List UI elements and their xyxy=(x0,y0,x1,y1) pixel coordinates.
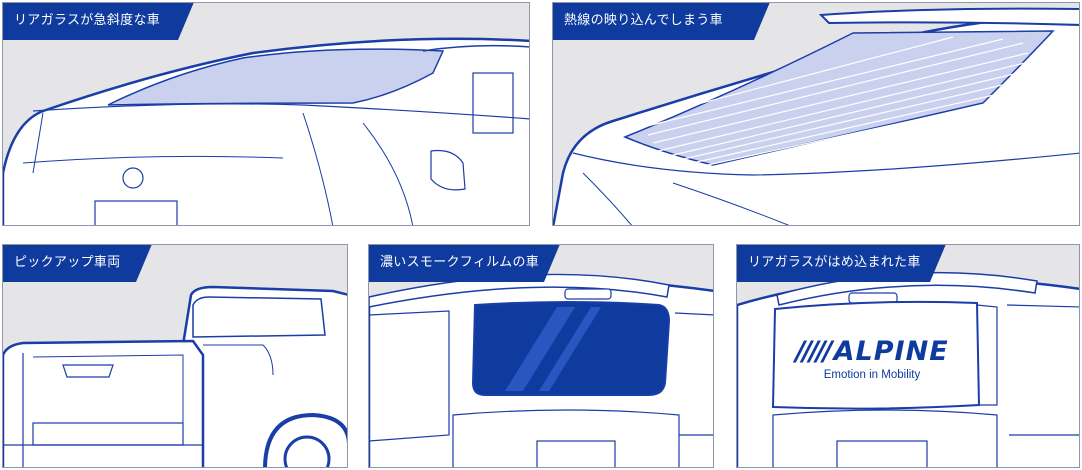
panel-label: 熱線の映り込んでしまう車 xyxy=(552,2,770,40)
logo-text: ALPINE xyxy=(834,336,949,367)
brand-tagline: Emotion in Mobility xyxy=(787,369,957,381)
panel-label: リアガラスが急斜度な車 xyxy=(2,2,194,40)
panel-pickup-truck: ピックアップ車両 xyxy=(2,244,348,468)
panel-label: ピックアップ車両 xyxy=(2,244,152,282)
panel-label: リアガラスがはめ込まれた車 xyxy=(736,244,946,282)
brand-decal: /////ALPINE Emotion in Mobility xyxy=(787,337,957,381)
panel-dark-tinted-film: 濃いスモークフィルムの車 xyxy=(368,244,714,468)
panel-fixed-rear-glass: /////ALPINE Emotion in Mobility リアガラスがはめ… xyxy=(736,244,1080,468)
alpine-logo: /////ALPINE xyxy=(787,337,957,367)
logo-slashes: ///// xyxy=(795,336,829,367)
panel-steep-rear-glass: リアガラスが急斜度な車 xyxy=(2,2,530,226)
panel-label: 濃いスモークフィルムの車 xyxy=(368,244,560,282)
panel-defroster-reflection: 熱線の映り込んでしまう車 xyxy=(552,2,1080,226)
